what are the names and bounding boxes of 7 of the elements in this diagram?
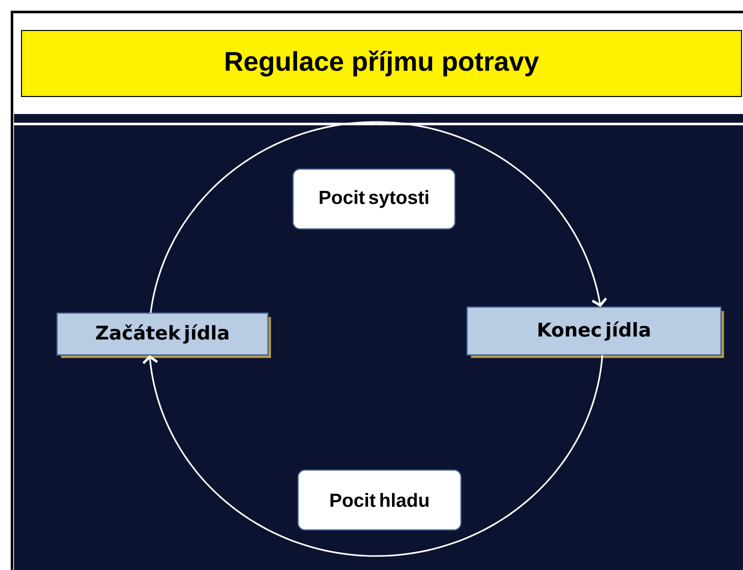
title-banner: Regulace příjmu potravy <box>21 30 742 97</box>
arrow <box>142 354 604 557</box>
label-box: Konec jídla <box>466 306 724 358</box>
rounded-box: Pocit hladu <box>297 469 462 531</box>
rounded-box: Pocit sytosti <box>292 168 456 230</box>
label-box: Začátek jídla <box>56 312 271 358</box>
arrow <box>150 121 608 314</box>
